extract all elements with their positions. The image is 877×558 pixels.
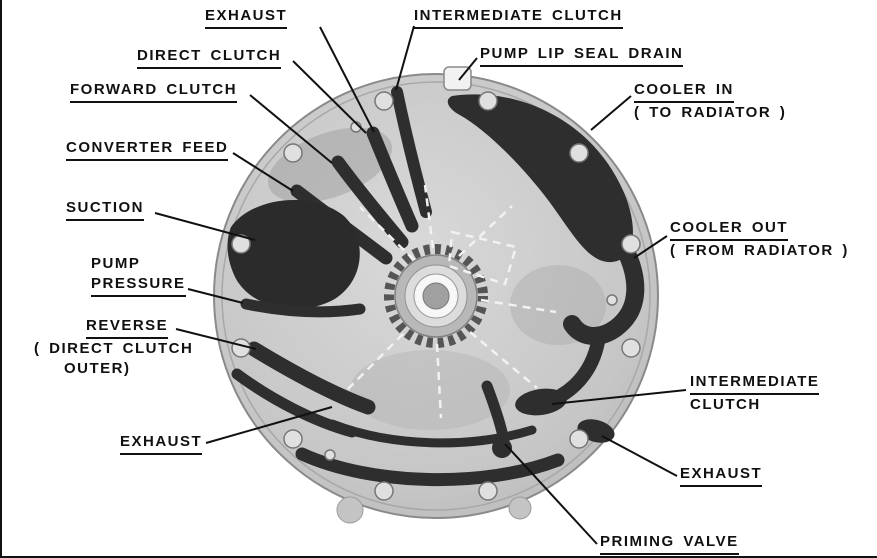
label-reverse: REVERSE ( DIRECT CLUTCH OUTER) xyxy=(34,317,194,377)
channel-exhaust-top xyxy=(366,126,419,233)
label-intermediate-clutch-lower: INTERMEDIATE CLUTCH xyxy=(690,373,820,413)
leader-exhaust-lower-left xyxy=(205,406,333,444)
bolt-hole xyxy=(569,143,589,163)
bolt-hole xyxy=(621,338,641,358)
bolt-hole xyxy=(569,429,589,449)
leader-reverse xyxy=(175,328,257,350)
label-converter-feed: CONVERTER FEED xyxy=(66,138,229,161)
channel-bottom-inner-arc xyxy=(327,419,537,448)
hub-bore xyxy=(422,282,450,310)
channel-direct-clutch xyxy=(331,155,409,249)
leader-pump-pressure xyxy=(187,288,244,304)
channel-reverse xyxy=(246,341,376,415)
leader-pump-lip-seal-drain xyxy=(458,57,478,81)
label-pump-lip-seal-drain: PUMP LIP SEAL DRAIN xyxy=(480,44,684,67)
label-exhaust-lower-right: EXHAUST xyxy=(680,464,763,487)
leader-priming-valve xyxy=(504,443,598,545)
dashed-line xyxy=(469,331,538,389)
bolt-hole xyxy=(621,234,641,254)
channel-cooler-in xyxy=(447,94,633,263)
bolt-hole xyxy=(478,481,498,501)
label-exhaust-top: EXHAUST xyxy=(205,6,288,29)
page-border-bottom xyxy=(0,556,877,558)
leader-exhaust-top xyxy=(319,26,375,133)
leader-lines xyxy=(154,25,687,545)
dashed-outline xyxy=(447,230,518,286)
leader-suction xyxy=(154,212,256,241)
leader-exhaust-lower-right xyxy=(601,435,678,477)
dashed-line xyxy=(480,298,557,314)
hub-gear xyxy=(384,244,488,348)
pump-body-rim xyxy=(221,81,651,511)
bolt-hole xyxy=(374,91,394,111)
label-exhaust-lower-left: EXHAUST xyxy=(120,432,203,455)
channel-intermediate-clutch-feed xyxy=(391,86,432,218)
bolt-hole xyxy=(231,338,251,358)
channel-suction xyxy=(227,199,360,310)
dashed-line xyxy=(435,343,443,419)
label-suction: SUCTION xyxy=(66,198,144,221)
bolt-hole xyxy=(283,429,303,449)
leader-converter-feed xyxy=(232,152,294,192)
dashed-line xyxy=(359,206,415,261)
small-hole xyxy=(606,294,618,306)
label-forward-clutch: FORWARD CLUTCH xyxy=(70,80,238,103)
small-hole xyxy=(324,449,336,461)
leader-intermediate-clutch-lower xyxy=(551,389,687,405)
page-border-left xyxy=(0,0,2,558)
gear-teeth xyxy=(384,244,488,348)
label-priming-valve: PRIMING VALVE xyxy=(600,532,739,555)
bolt-hole xyxy=(283,143,303,163)
label-pump-pressure: PUMP PRESSURE xyxy=(91,254,186,297)
channel-pump-pressure xyxy=(240,298,366,318)
casting-lug xyxy=(508,496,532,520)
casting-shading xyxy=(350,350,510,430)
channel-intermediate-clutch-pocket xyxy=(515,388,567,416)
dashed-line xyxy=(458,205,513,257)
label-cooler-in: COOLER IN ( TO RADIATOR ) xyxy=(634,81,787,121)
leader-cooler-in xyxy=(590,95,632,131)
bolt-hole xyxy=(478,91,498,111)
bolt-hole xyxy=(374,481,394,501)
dashed-passage-lines xyxy=(346,184,557,419)
label-cooler-out: COOLER OUT ( FROM RADIATOR ) xyxy=(670,219,849,259)
label-intermediate-clutch-top: INTERMEDIATE CLUTCH xyxy=(414,6,623,29)
casting-lug xyxy=(336,496,364,524)
leader-intermediate-clutch-top xyxy=(395,25,415,91)
dashed-line xyxy=(423,184,435,249)
channel-cooler-out xyxy=(563,231,645,345)
leader-cooler-out xyxy=(633,235,668,259)
label-direct-clutch: DIRECT CLUTCH xyxy=(137,46,282,69)
priming-valve-port xyxy=(492,438,512,458)
leader-direct-clutch xyxy=(292,60,367,134)
leader-forward-clutch xyxy=(249,94,333,164)
bolt-hole xyxy=(231,234,251,254)
